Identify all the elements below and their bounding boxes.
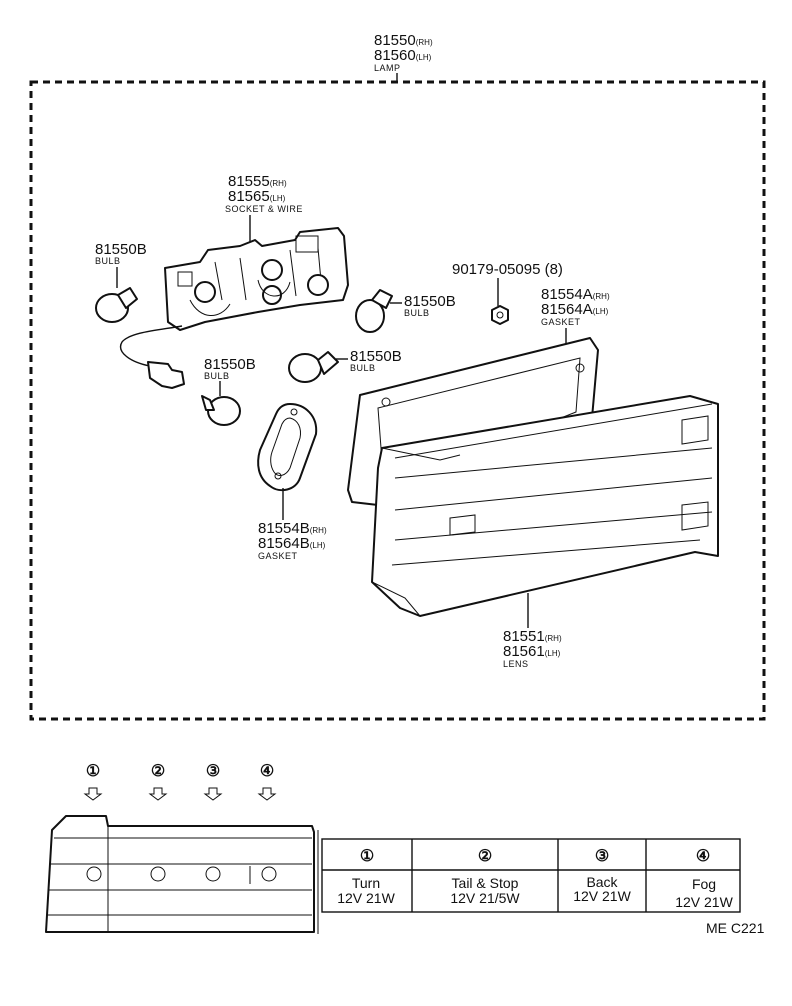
table-spec-4: 12V 21W xyxy=(675,894,733,910)
bulb-left-name: BULB xyxy=(95,256,121,266)
lens-callout[interactable]: 81551(RH) 81561(LH) LENS xyxy=(503,593,562,669)
socket-pn-rh: 81555 xyxy=(228,173,270,190)
bulb-mid-drawing xyxy=(201,395,241,426)
lamp-name: LAMP xyxy=(374,63,401,73)
gasket-b-rh: (RH) xyxy=(310,526,327,535)
table-num-3: ③ xyxy=(595,848,609,865)
svg-text:81565(LH): 81565(LH) xyxy=(228,188,286,205)
gasket-a-lh: (LH) xyxy=(593,307,609,316)
gasket-b-name: GASKET xyxy=(258,551,298,561)
bulb-right-name: BULB xyxy=(404,308,430,318)
svg-text:81564B(LH): 81564B(LH) xyxy=(258,535,326,552)
table-use-4: Fog xyxy=(692,876,716,892)
bulb-spec-table: ① ② ③ ④ Turn 12V 21W Tail & Stop 12V 21/… xyxy=(321,838,741,913)
table-use-1: Turn xyxy=(352,875,380,891)
lamp-lh: (LH) xyxy=(416,53,432,62)
lens-lh: (LH) xyxy=(545,649,561,658)
svg-text:81550(RH): 81550(RH) xyxy=(374,32,433,49)
table-num-2: ② xyxy=(478,848,492,865)
assembly-border xyxy=(29,80,766,721)
gasket-a-name: GASKET xyxy=(541,317,581,327)
svg-text:81551(RH): 81551(RH) xyxy=(503,628,562,645)
bulb-mid-name: BULB xyxy=(204,371,230,381)
bulb-right-pn: 81550B xyxy=(404,293,456,310)
lens-name: LENS xyxy=(503,659,529,669)
bulb-mid-callout[interactable]: 81550B BULB xyxy=(204,356,256,396)
gasket-b-lh: (LH) xyxy=(310,541,326,550)
bulb-left-drawing xyxy=(95,287,138,323)
nut-callout[interactable]: 90179-05095 (8) xyxy=(452,261,563,306)
gasket-a-pn-rh: 81554A xyxy=(541,286,593,303)
lens-pn-rh: 81551 xyxy=(503,628,545,645)
bulb-right-callout[interactable]: 81550B BULB xyxy=(390,293,456,318)
lens-pn-lh: 81561 xyxy=(503,643,545,660)
svg-text:81560(LH): 81560(LH) xyxy=(374,47,432,64)
svg-text:81554B(RH): 81554B(RH) xyxy=(258,520,327,537)
gasket-b-callout[interactable]: 81554B(RH) 81564B(LH) GASKET xyxy=(258,488,327,561)
socket-rh: (RH) xyxy=(270,179,287,188)
figure-code: ME C221 xyxy=(706,920,765,936)
position-marker-2: ② xyxy=(151,763,165,780)
socket-pn-lh: 81565 xyxy=(228,188,270,205)
lamp-pn-rh: 81550 xyxy=(374,32,416,49)
down-arrow-icon xyxy=(148,787,168,801)
bulb-mid-pn: 81550B xyxy=(204,356,256,373)
lens-rh: (RH) xyxy=(545,634,562,643)
gasket-b-pn-lh: 81564B xyxy=(258,535,310,552)
lamp-pn-lh: 81560 xyxy=(374,47,416,64)
table-spec-3: 12V 21W xyxy=(573,888,631,904)
down-arrow-icon xyxy=(83,787,103,801)
bulb-center-name: BULB xyxy=(350,363,376,373)
gasket-a-callout[interactable]: 81554A(RH) 81564A(LH) GASKET xyxy=(541,286,610,344)
bulb-center-callout[interactable]: 81550B BULB xyxy=(336,348,402,373)
nut-pn: 90179-05095 xyxy=(452,261,540,278)
lamp-elevation-view xyxy=(45,815,319,934)
lamp-rh: (RH) xyxy=(416,38,433,47)
svg-text:90179-05095 (8): 90179-05095 (8) xyxy=(452,261,563,278)
bulb-center-drawing xyxy=(288,351,339,383)
gasket-b-pn-rh: 81554B xyxy=(258,520,310,537)
table-spec-1: 12V 21W xyxy=(337,890,395,906)
table-num-1: ① xyxy=(360,848,374,865)
down-arrow-icon xyxy=(257,787,277,801)
svg-text:81555(RH): 81555(RH) xyxy=(228,173,287,190)
position-marker-4: ④ xyxy=(260,763,274,780)
down-arrow-icon xyxy=(203,787,223,801)
gasket-a-pn-lh: 81564A xyxy=(541,301,593,318)
bulb-left-callout[interactable]: 81550B BULB xyxy=(95,241,147,288)
table-use-2: Tail & Stop xyxy=(452,875,519,891)
bulb-right-drawing xyxy=(355,289,393,333)
lens-drawing xyxy=(371,395,719,617)
position-markers: ① ② ③ ④ xyxy=(83,763,277,801)
socket-name: SOCKET & WIRE xyxy=(225,204,303,214)
table-spec-2: 12V 21/5W xyxy=(450,890,520,906)
socket-and-wire-drawing xyxy=(119,227,349,389)
svg-text:81561(LH): 81561(LH) xyxy=(503,643,561,660)
lamp-callout[interactable]: 81550(RH) 81560(LH) LAMP xyxy=(374,32,433,82)
gasket-a-rh: (RH) xyxy=(593,292,610,301)
position-marker-3: ③ xyxy=(206,763,220,780)
socket-lh: (LH) xyxy=(270,194,286,203)
position-marker-1: ① xyxy=(86,763,100,780)
nut-qty: (8) xyxy=(545,261,563,278)
bulb-center-pn: 81550B xyxy=(350,348,402,365)
bulb-left-pn: 81550B xyxy=(95,241,147,258)
table-num-4: ④ xyxy=(696,848,710,865)
nut-drawing xyxy=(491,305,509,325)
svg-text:81564A(LH): 81564A(LH) xyxy=(541,301,609,318)
table-use-3: Back xyxy=(586,874,618,890)
socket-callout[interactable]: 81555(RH) 81565(LH) SOCKET & WIRE xyxy=(225,173,303,248)
svg-text:81554A(RH): 81554A(RH) xyxy=(541,286,610,303)
gasket-b-drawing xyxy=(257,403,318,492)
